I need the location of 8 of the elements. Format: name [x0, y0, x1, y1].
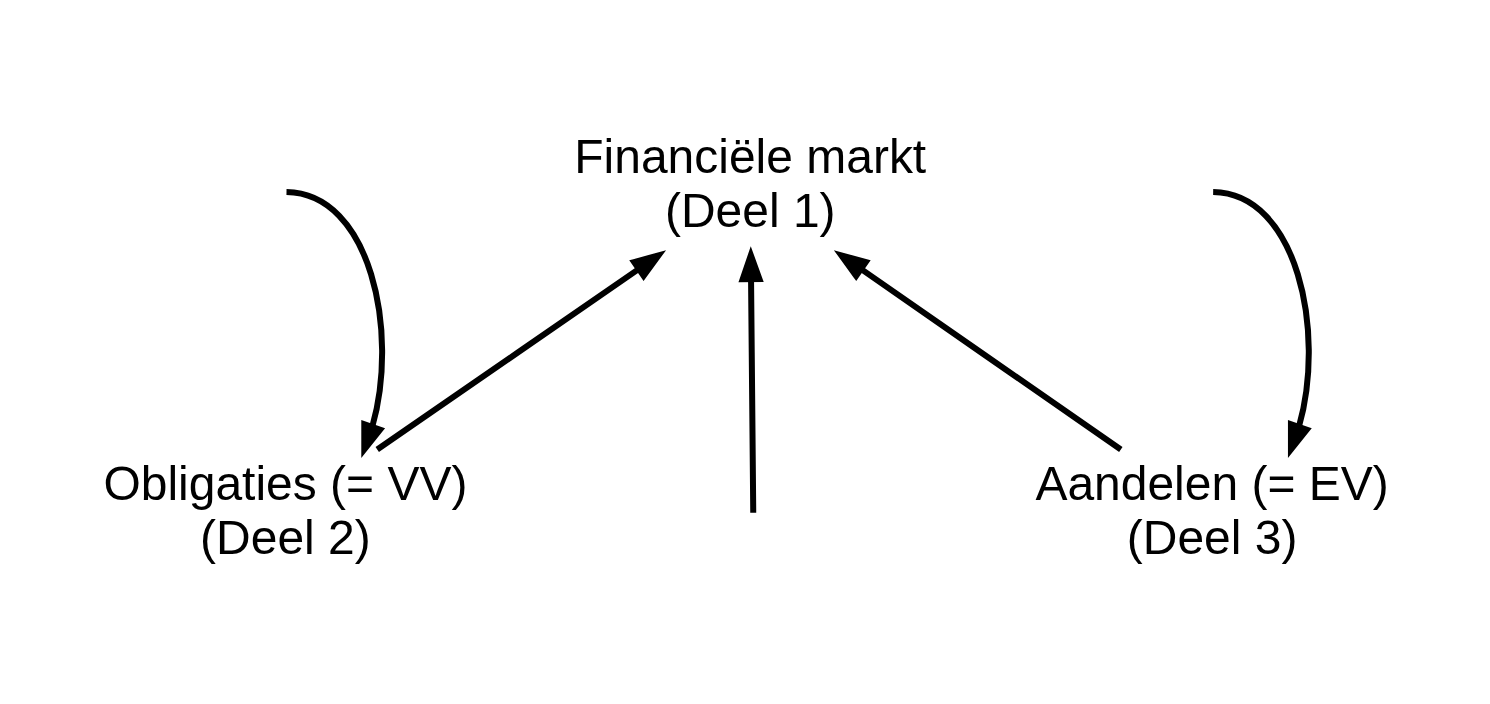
- arrow: [1212, 188, 1312, 458]
- arrow: [361, 249, 667, 458]
- node-text: Obligaties (= VV) (Deel 2): [103, 456, 468, 564]
- node-text: Financiële markt (Deel 1): [574, 129, 927, 237]
- node-text: Aandelen (= EV) (Deel 3): [1035, 456, 1389, 564]
- arrow: [833, 249, 1123, 452]
- arrow: [286, 188, 386, 458]
- arrow: [738, 245, 764, 513]
